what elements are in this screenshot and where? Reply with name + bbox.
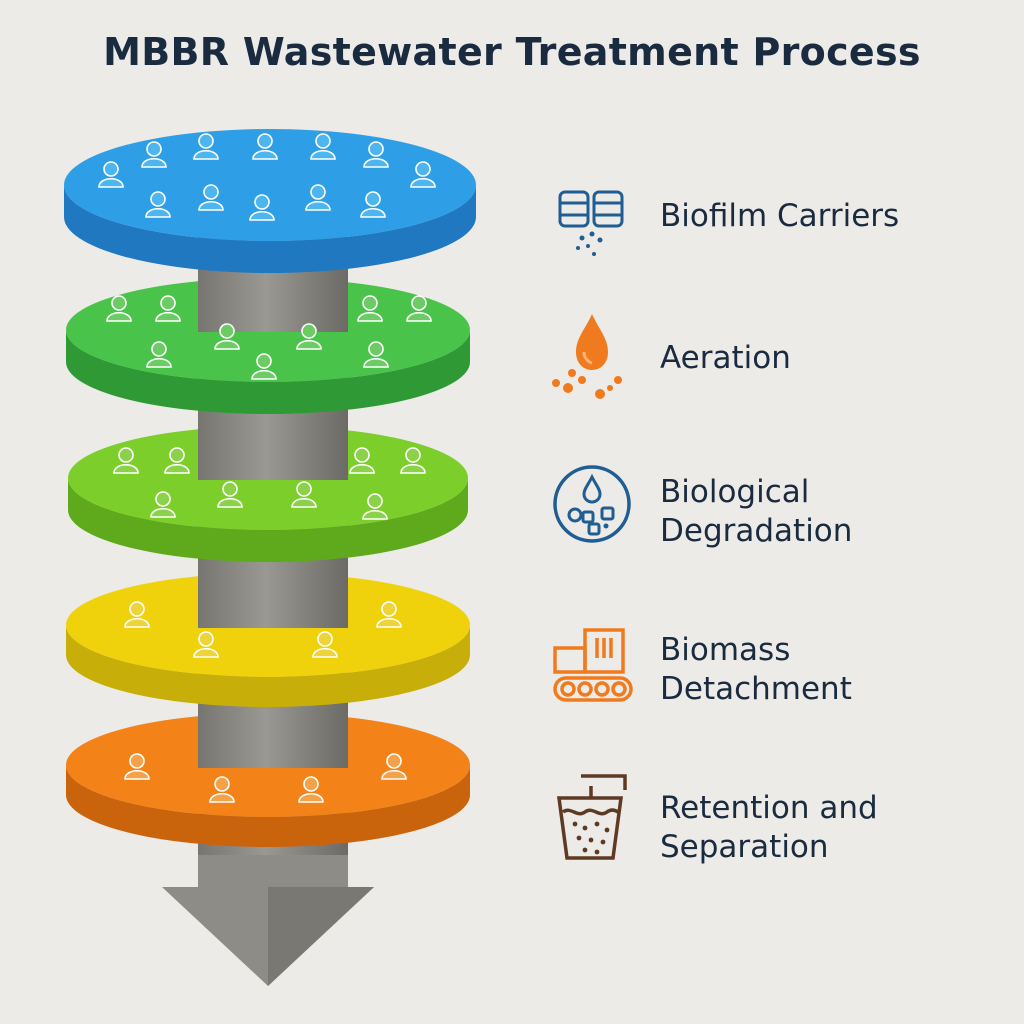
column-segment [198, 410, 348, 480]
biomass-detachment-icon [553, 628, 633, 702]
column-segment [198, 262, 348, 332]
biological-degradation-icon [553, 465, 631, 543]
step-label-aeration: Aeration [660, 340, 791, 376]
aeration-drop-icon [552, 314, 622, 399]
step-label-retention-and-separation: Retention and Separation [660, 790, 878, 865]
column-segment [198, 560, 348, 628]
retention-separation-icon [557, 774, 627, 860]
step-label-biofilm-carriers: Biofilm Carriers [660, 198, 900, 234]
step-label-biomass-detachment: Biomass Detachment [660, 632, 852, 707]
page-title: MBBR Wastewater Treatment Process [103, 30, 921, 74]
step-label-biological-degradation: Biological Degradation [660, 474, 853, 549]
flow-arrow [162, 840, 374, 986]
column-segment [198, 700, 348, 768]
biofilm-carriers-icon [558, 190, 624, 256]
